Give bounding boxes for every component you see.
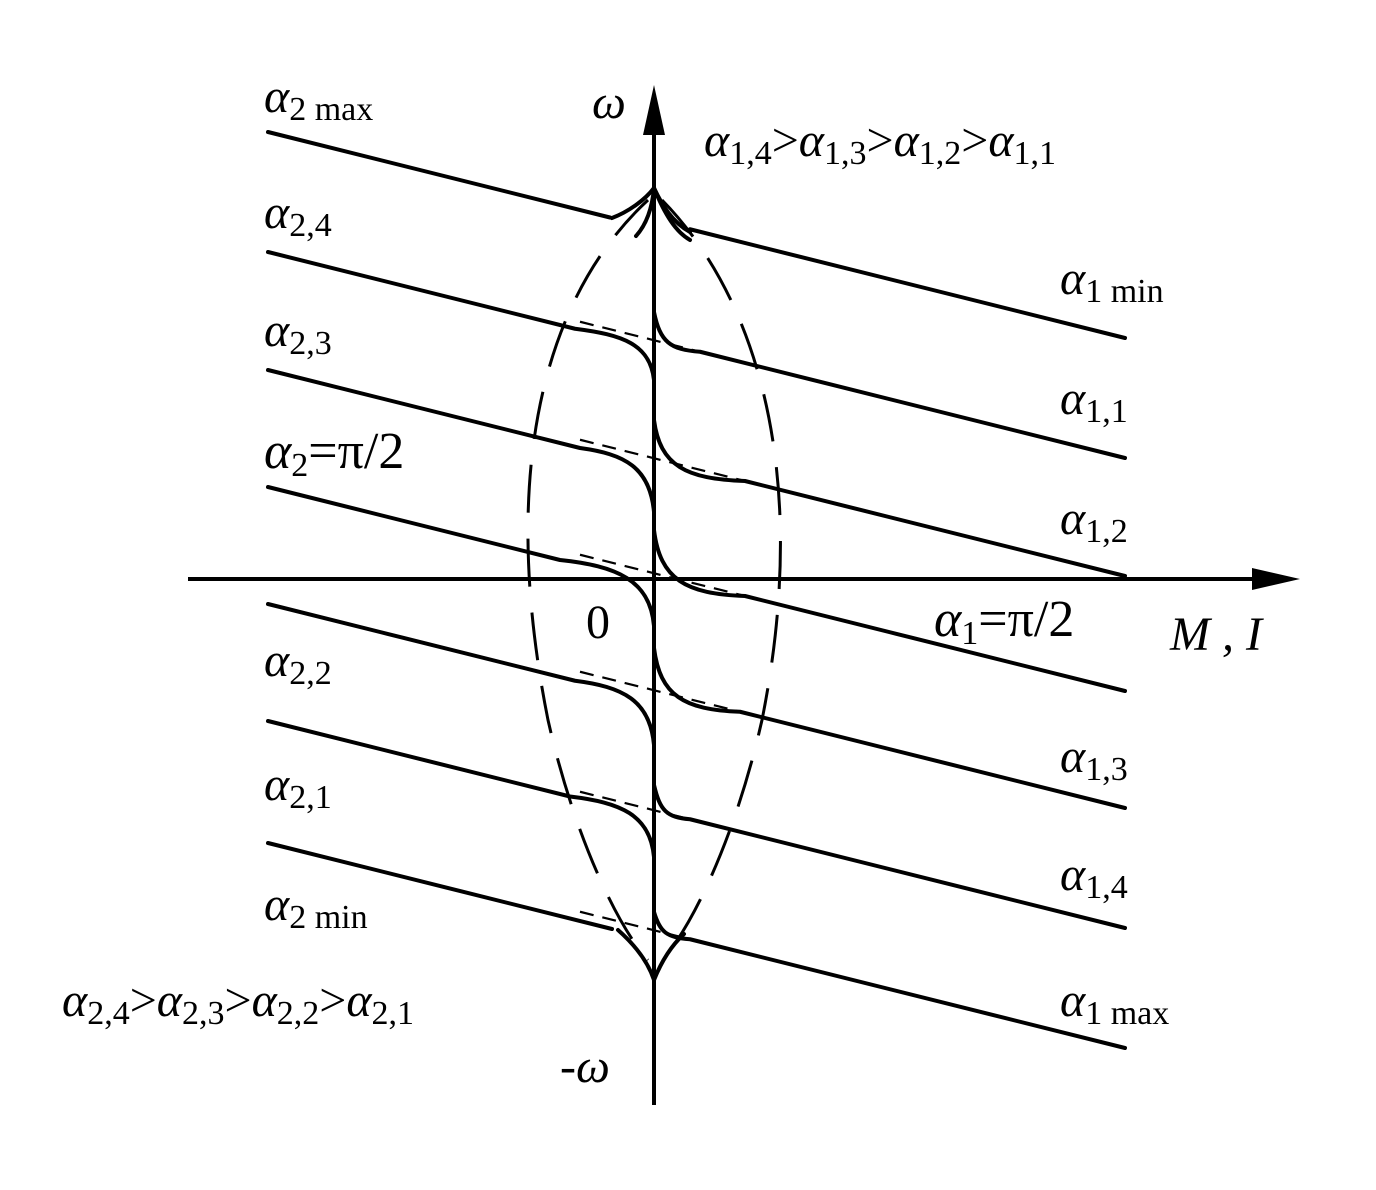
x-axis-arrow-icon xyxy=(1252,568,1300,590)
rectifier-dash-2 xyxy=(579,320,701,353)
rectifier-dash-3 xyxy=(579,438,746,483)
rectifier-line-1 xyxy=(688,227,1127,340)
rectifier-dash-5 xyxy=(579,670,741,713)
rectifier-dash-4 xyxy=(579,553,746,598)
inverter-line-6 xyxy=(266,719,656,859)
origin-label: 0 xyxy=(586,596,610,649)
inverter-line-7 xyxy=(266,841,614,931)
left-label-5: α2,2 xyxy=(264,634,332,692)
rectifier-line-5 xyxy=(652,646,1127,810)
top-cusp-left xyxy=(610,186,656,220)
bottom-inequality: α2,4>α2,3>α2,2>α2,1 xyxy=(62,974,414,1032)
inverter-characteristics xyxy=(266,130,656,931)
top-cusp xyxy=(610,186,692,242)
left-label-7: α2 min xyxy=(264,878,368,936)
rectifier-dash-7 xyxy=(579,910,691,941)
boundary-right-curve xyxy=(660,198,782,962)
top-cusp-left-inner xyxy=(634,186,656,238)
bottom-cusp-left xyxy=(616,928,656,982)
right-label-1: α1 min xyxy=(1060,252,1164,310)
y-axis-negative-label: -ω xyxy=(560,1040,610,1093)
left-label-1: α2 max xyxy=(264,70,373,128)
inverter-line-4 xyxy=(266,485,656,628)
ideal-extension-dashes xyxy=(579,320,746,941)
left-label-6: α2,1 xyxy=(264,758,332,816)
right-label-7: α1 max xyxy=(1060,974,1169,1032)
right-label-group: α1 min α1,1 α1,2 α1=π/2 α1,3 α1,4 α1 max xyxy=(934,252,1169,1032)
left-label-3: α2,3 xyxy=(264,304,332,362)
rectifier-line-3 xyxy=(652,418,1127,578)
continuous-current-boundary xyxy=(526,198,782,962)
inverter-line-1 xyxy=(266,130,612,220)
left-label-2: α2,4 xyxy=(264,186,332,244)
right-label-5: α1,3 xyxy=(1060,730,1128,788)
y-axis-label: ω xyxy=(592,76,626,129)
y-axis-arrow-icon xyxy=(643,85,665,135)
top-inequality: α1,4>α1,3>α1,2>α1,1 xyxy=(704,114,1056,172)
right-label-4: α1=π/2 xyxy=(934,591,1074,652)
inverter-line-2 xyxy=(266,250,656,382)
left-label-4: α2=π/2 xyxy=(264,423,404,484)
rectifier-dash-6 xyxy=(579,790,691,821)
rectifier-line-7 xyxy=(652,910,1127,1050)
top-cusp-right-inner xyxy=(652,186,692,242)
x-axis-label: M , I xyxy=(1169,608,1264,661)
bottom-cusp xyxy=(616,928,686,982)
right-label-3: α1,2 xyxy=(1060,492,1128,550)
rectifier-line-2 xyxy=(652,310,1127,460)
right-label-6: α1,4 xyxy=(1060,848,1128,906)
bottom-cusp-right xyxy=(652,932,686,982)
left-label-group: α2 max α2,4 α2,3 α2=π/2 α2,2 α2,1 α2 min xyxy=(264,70,404,936)
right-label-2: α1,1 xyxy=(1060,372,1128,430)
boundary-left-curve xyxy=(526,198,650,962)
inverter-line-5 xyxy=(266,602,656,747)
inverter-line-3 xyxy=(266,368,656,514)
rectifier-line-6 xyxy=(652,783,1127,930)
rectifier-line-4 xyxy=(652,528,1127,693)
